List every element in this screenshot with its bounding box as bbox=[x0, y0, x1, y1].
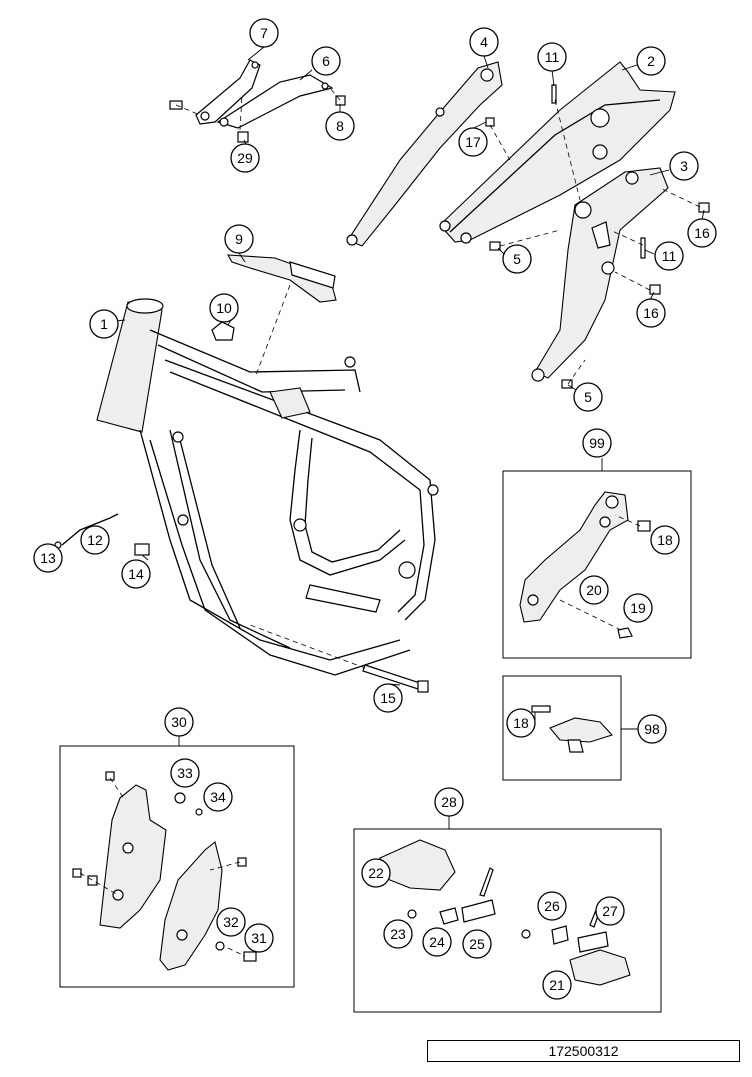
callout-13: 13 bbox=[33, 543, 63, 573]
callout-5-upper: 5 bbox=[502, 244, 532, 274]
callout-21: 21 bbox=[542, 970, 572, 1000]
svg-text:9: 9 bbox=[235, 231, 243, 247]
assembly-lines bbox=[79, 87, 701, 957]
svg-text:11: 11 bbox=[662, 248, 677, 264]
callout-4: 4 bbox=[469, 27, 499, 57]
svg-text:5: 5 bbox=[513, 251, 521, 267]
svg-text:16: 16 bbox=[694, 225, 710, 241]
svg-text:1: 1 bbox=[100, 316, 108, 332]
svg-text:17: 17 bbox=[465, 134, 481, 150]
svg-text:28: 28 bbox=[441, 794, 457, 810]
cover-plate-illustration bbox=[211, 254, 337, 341]
callout-5-lower: 5 bbox=[573, 382, 603, 412]
svg-text:27: 27 bbox=[602, 903, 618, 919]
svg-text:34: 34 bbox=[210, 789, 226, 805]
svg-text:15: 15 bbox=[380, 690, 396, 706]
svg-text:22: 22 bbox=[368, 865, 384, 881]
group-99-illustration bbox=[519, 491, 651, 639]
svg-text:32: 32 bbox=[223, 914, 239, 930]
svg-text:24: 24 bbox=[429, 934, 445, 950]
svg-text:30: 30 bbox=[171, 714, 187, 730]
svg-text:33: 33 bbox=[177, 765, 193, 781]
group-box-28 bbox=[353, 828, 662, 1013]
subframe-illustration bbox=[439, 61, 676, 244]
callout-29: 29 bbox=[230, 143, 260, 173]
callout-14: 14 bbox=[121, 559, 151, 589]
svg-text:23: 23 bbox=[390, 926, 406, 942]
svg-text:14: 14 bbox=[128, 566, 144, 582]
callout-18-group99: 18 bbox=[650, 525, 680, 555]
svg-text:7: 7 bbox=[260, 25, 268, 41]
callout-15: 15 bbox=[373, 683, 403, 713]
svg-text:21: 21 bbox=[549, 977, 565, 993]
svg-text:6: 6 bbox=[322, 53, 330, 69]
svg-text:8: 8 bbox=[336, 118, 344, 134]
svg-text:5: 5 bbox=[584, 389, 592, 405]
callout-19: 19 bbox=[623, 593, 653, 623]
svg-text:11: 11 bbox=[545, 49, 560, 65]
callout-24: 24 bbox=[422, 927, 452, 957]
svg-text:12: 12 bbox=[87, 532, 103, 548]
svg-text:31: 31 bbox=[251, 930, 267, 946]
callout-34: 34 bbox=[203, 782, 233, 812]
callout-8: 8 bbox=[325, 111, 355, 141]
engine-bracket-illustration bbox=[169, 59, 346, 143]
group-28-illustration bbox=[379, 839, 631, 986]
callout-6: 6 bbox=[311, 46, 341, 76]
callout-18-group98: 18 bbox=[506, 708, 536, 738]
callout-31: 31 bbox=[244, 923, 274, 953]
svg-text:29: 29 bbox=[237, 150, 253, 166]
callout-22: 22 bbox=[361, 858, 391, 888]
subframe-side-illustration bbox=[531, 167, 669, 382]
group-box-99 bbox=[502, 470, 692, 659]
callout-16-upper: 16 bbox=[687, 218, 717, 248]
callout-11-lower: 11 bbox=[654, 241, 684, 271]
callout-33: 33 bbox=[170, 758, 200, 788]
callout-26: 26 bbox=[537, 891, 567, 921]
callout-32: 32 bbox=[216, 907, 246, 937]
callout-23: 23 bbox=[383, 919, 413, 949]
svg-text:4: 4 bbox=[480, 34, 488, 50]
callout-98: 98 bbox=[637, 714, 667, 744]
callout-7: 7 bbox=[249, 18, 279, 48]
callout-2: 2 bbox=[636, 46, 666, 76]
group-box-30 bbox=[59, 745, 295, 988]
document-number-box: 172500312 bbox=[427, 1040, 740, 1062]
hardware-illustration bbox=[54, 84, 710, 693]
svg-text:2: 2 bbox=[647, 53, 655, 69]
callout-27: 27 bbox=[595, 896, 625, 926]
group-box-98 bbox=[502, 675, 622, 781]
callout-12: 12 bbox=[80, 525, 110, 555]
svg-text:26: 26 bbox=[544, 898, 560, 914]
svg-text:19: 19 bbox=[630, 600, 646, 616]
callout-10: 10 bbox=[209, 293, 239, 323]
main-frame-illustration bbox=[96, 298, 439, 676]
frame-rail-illustration bbox=[346, 61, 503, 247]
callout-30: 30 bbox=[164, 707, 194, 737]
callout-3: 3 bbox=[669, 151, 699, 181]
svg-text:18: 18 bbox=[513, 715, 529, 731]
callout-16-lower: 16 bbox=[636, 298, 666, 328]
svg-text:16: 16 bbox=[643, 305, 659, 321]
group-98-illustration bbox=[531, 705, 613, 753]
callout-17: 17 bbox=[458, 127, 488, 157]
svg-text:10: 10 bbox=[216, 300, 232, 316]
svg-text:25: 25 bbox=[469, 936, 485, 952]
svg-text:99: 99 bbox=[589, 435, 605, 451]
callout-20: 20 bbox=[579, 575, 609, 605]
callout-25: 25 bbox=[462, 929, 492, 959]
svg-text:98: 98 bbox=[644, 721, 660, 737]
callout-9: 9 bbox=[224, 224, 254, 254]
callout-1: 1 bbox=[89, 309, 119, 339]
svg-text:13: 13 bbox=[40, 550, 56, 566]
group-30-illustration bbox=[72, 771, 257, 971]
callout-28: 28 bbox=[434, 787, 464, 817]
callout-11-upper: 11 bbox=[537, 42, 567, 72]
svg-text:18: 18 bbox=[657, 532, 673, 548]
svg-text:20: 20 bbox=[586, 582, 602, 598]
svg-text:3: 3 bbox=[680, 158, 688, 174]
document-number: 172500312 bbox=[548, 1043, 619, 1059]
callout-99: 99 bbox=[582, 428, 612, 458]
